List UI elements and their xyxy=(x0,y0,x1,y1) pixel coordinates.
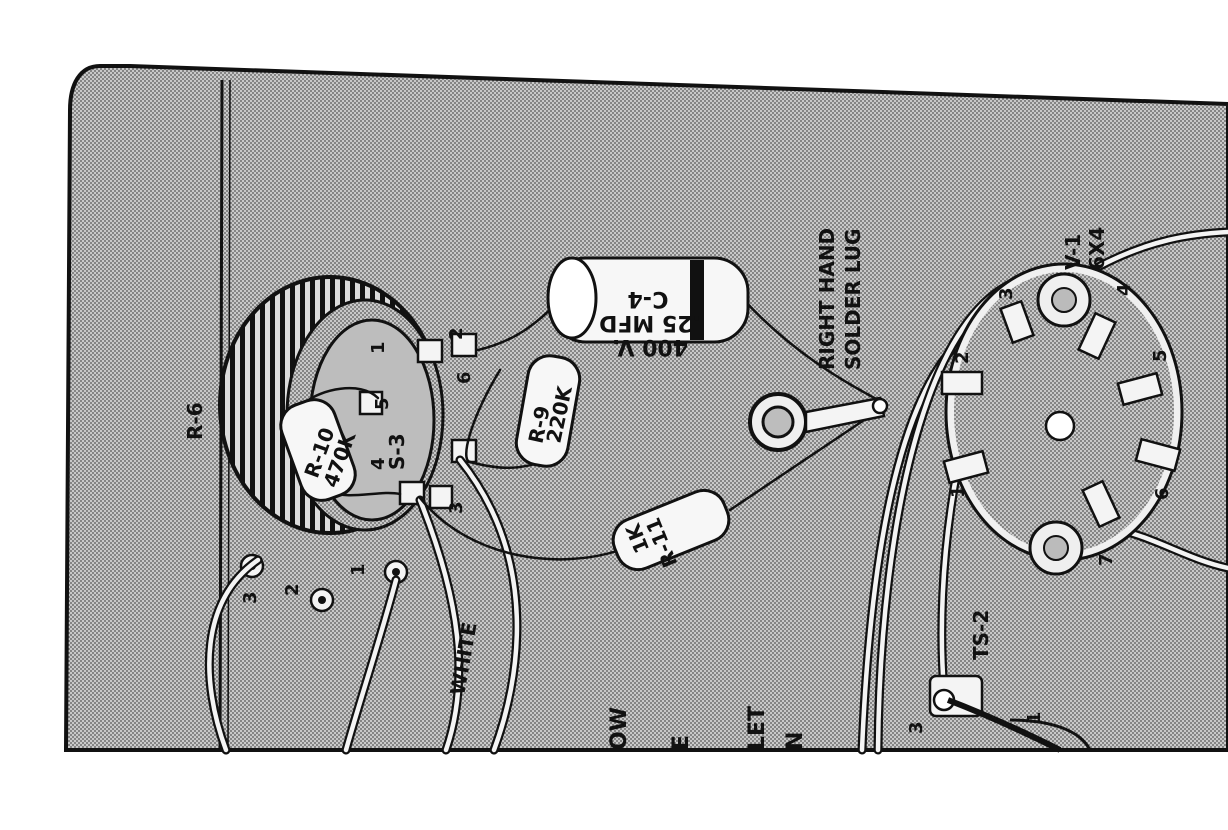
c4-capacitance: .25 MFD xyxy=(599,310,701,335)
r11-resistor xyxy=(611,488,731,572)
r6-lug-2 xyxy=(309,587,335,613)
s3-lugs xyxy=(358,332,478,510)
cut-off-label: OW xyxy=(607,707,632,750)
v1-pin-label: 1 xyxy=(948,485,969,498)
cut-off-label: E xyxy=(669,735,694,750)
solder-lug-label-line2: SOLDER LUG xyxy=(841,229,865,370)
r9-resistor xyxy=(514,354,582,468)
r6-pin-label: 3 xyxy=(240,591,261,604)
solder-lug-nut xyxy=(748,392,889,452)
v1-pin-label: 4 xyxy=(1114,283,1135,296)
solder-lug-label-line1: RIGHT HAND xyxy=(815,228,839,370)
r6-pin-label: 1 xyxy=(348,563,369,576)
s3-pin-label: 3 xyxy=(446,501,467,514)
s3-pin-label: 1 xyxy=(368,341,389,354)
c4-ref: C-4 xyxy=(627,286,668,311)
chassis-panel xyxy=(63,64,1228,752)
c4-voltage: 400 V. xyxy=(612,334,688,359)
r6-ref: R-6 xyxy=(183,402,207,440)
ts2-pin-label: 3 xyxy=(906,721,927,734)
ts2-pin-label: 1 xyxy=(1024,711,1045,724)
s3-ref: S-3 xyxy=(385,433,409,470)
v1-tube-socket xyxy=(940,262,1184,576)
cut-off-label: N xyxy=(783,732,808,750)
v1-pin-label: 6 xyxy=(1152,487,1173,500)
s3-pin-label: 2 xyxy=(446,327,467,340)
v1-ref: V-1 xyxy=(1061,234,1085,270)
cut-off-label: LET xyxy=(745,706,770,750)
ts2-ref: TS-2 xyxy=(969,610,993,660)
v1-pin-label: 3 xyxy=(996,287,1017,300)
s3-pin-label: 5 xyxy=(372,397,393,410)
s3-pin-label: 6 xyxy=(454,371,475,384)
v1-pin-label: 2 xyxy=(952,351,973,364)
ts2-terminal-strip xyxy=(928,674,1092,753)
r10-resistor xyxy=(279,398,357,502)
r6-pin-label: 2 xyxy=(282,583,303,596)
s3-pin-label: 4 xyxy=(368,457,389,470)
v1-type: 6X4 xyxy=(1085,227,1109,270)
v1-pin-label: 5 xyxy=(1150,349,1171,362)
v1-pin-label: 7 xyxy=(1096,553,1117,566)
c4-capacitor xyxy=(546,256,750,344)
